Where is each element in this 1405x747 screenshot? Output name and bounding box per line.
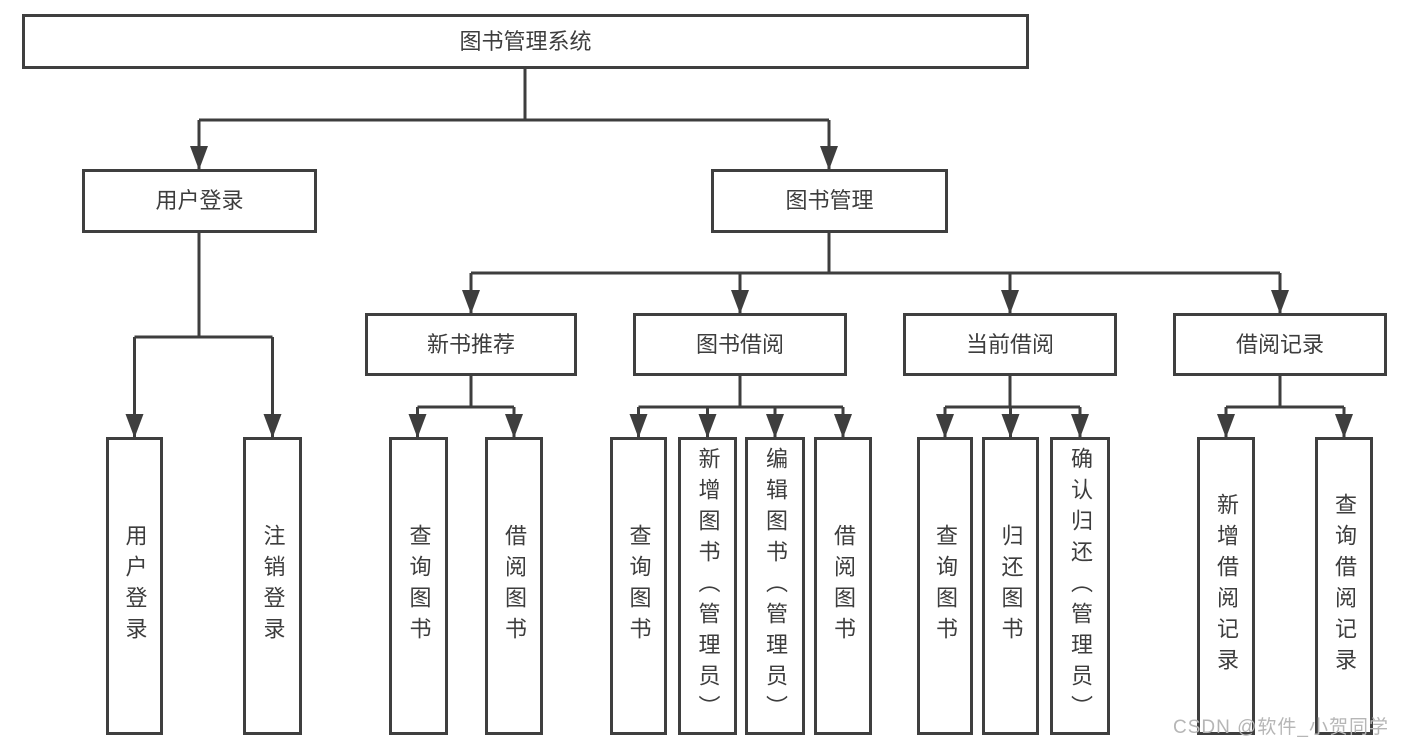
node-user-login: 用户登录 — [82, 169, 317, 233]
node-borrowing-records: 借阅记录 — [1173, 313, 1387, 376]
node-newrec-query-books: 查询图书 — [389, 437, 448, 735]
node-book-management: 图书管理 — [711, 169, 948, 233]
node-user-login-action: 用户登录 — [106, 437, 163, 735]
node-records-add-record: 新增借阅记录 — [1197, 437, 1255, 735]
node-current-borrowing: 当前借阅 — [903, 313, 1117, 376]
node-library-management-system: 图书管理系统 — [22, 14, 1029, 69]
node-current-confirm-return-admin: 确认归还（管理员） — [1050, 437, 1110, 735]
node-borrow-add-books-admin: 新增图书（管理员） — [678, 437, 737, 735]
node-newrec-borrow-books: 借阅图书 — [485, 437, 543, 735]
node-new-book-recommend: 新书推荐 — [365, 313, 577, 376]
node-book-borrowing: 图书借阅 — [633, 313, 847, 376]
node-borrow-query-books: 查询图书 — [610, 437, 667, 735]
node-borrow-edit-books-admin: 编辑图书（管理员） — [745, 437, 805, 735]
watermark: CSDN @软件_小贺同学 — [1173, 717, 1389, 738]
node-logout-action: 注销登录 — [243, 437, 302, 735]
node-records-query-record: 查询借阅记录 — [1315, 437, 1373, 735]
node-borrow-borrow-books: 借阅图书 — [814, 437, 872, 735]
node-current-query-books: 查询图书 — [917, 437, 973, 735]
node-current-return-books: 归还图书 — [982, 437, 1039, 735]
